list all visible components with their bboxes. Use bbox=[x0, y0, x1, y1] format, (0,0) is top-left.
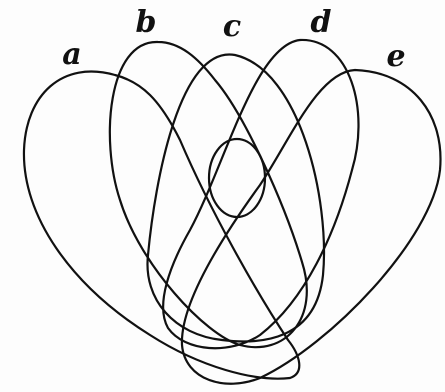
set-a-curve bbox=[22, 70, 301, 380]
set-label-c: c bbox=[223, 9, 241, 44]
set-label-e: e bbox=[386, 39, 405, 74]
set-c-curve bbox=[146, 53, 326, 343]
set-d-curve bbox=[162, 38, 360, 350]
set-label-b: b bbox=[136, 5, 157, 40]
set-label-a: a bbox=[62, 37, 81, 72]
set-b-curve bbox=[108, 40, 308, 349]
central-ellipse bbox=[207, 137, 267, 219]
set-label-d: d bbox=[311, 5, 332, 40]
